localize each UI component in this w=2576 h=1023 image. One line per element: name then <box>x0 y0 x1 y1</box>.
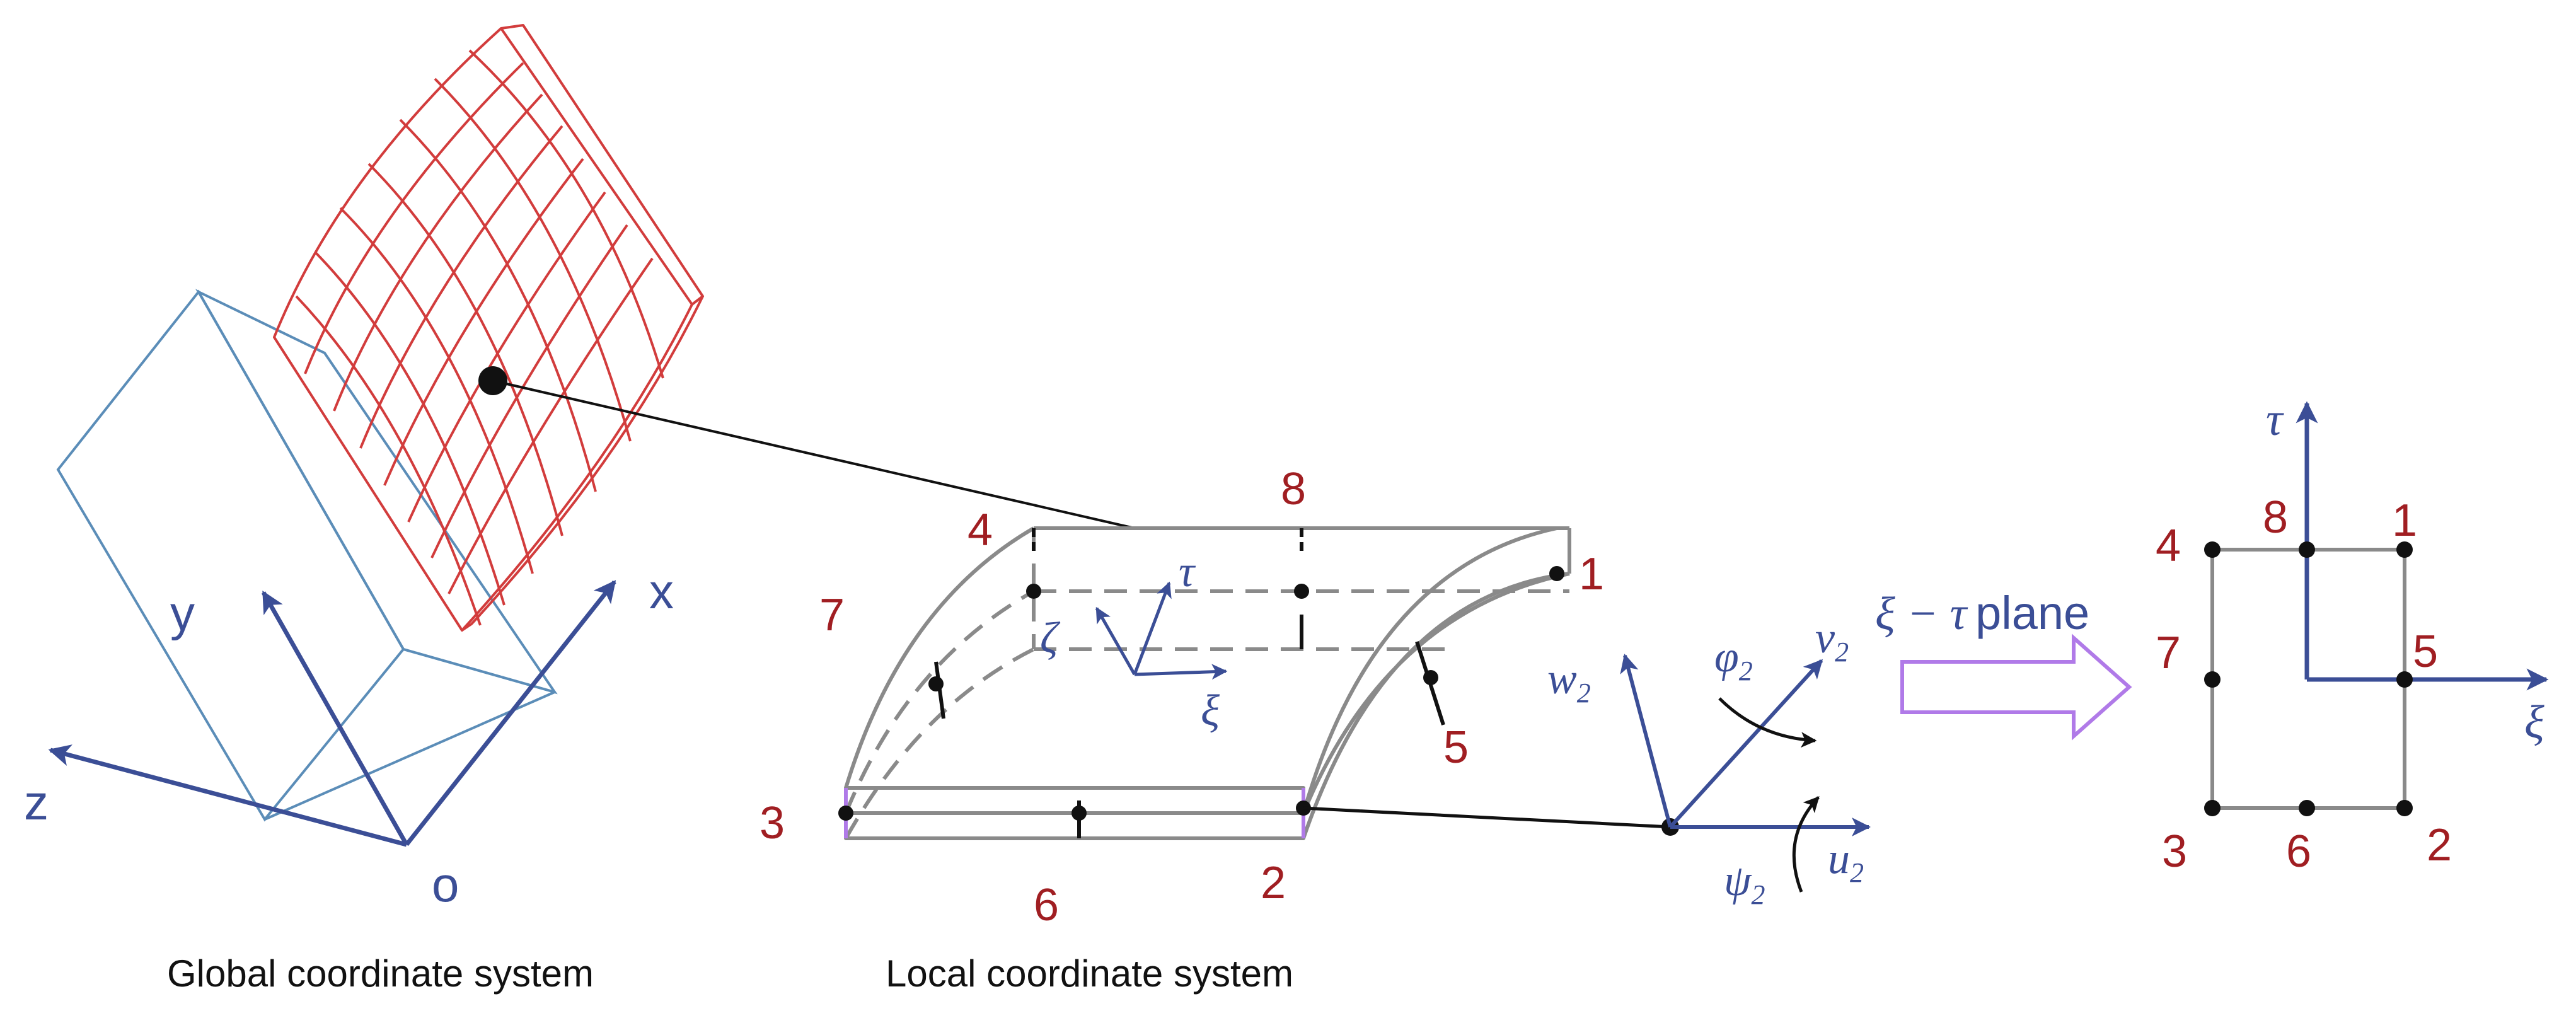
shell-mesh <box>273 24 704 632</box>
hidden-edges <box>844 528 1569 840</box>
node-label-2: 2 <box>1261 858 1286 908</box>
leader-line <box>492 379 1135 529</box>
shell-element <box>844 526 1571 840</box>
v-label: v2 <box>1815 614 1849 668</box>
plane-node-label-3: 3 <box>2162 826 2187 877</box>
global-axes <box>48 580 616 847</box>
plane-node-label-4: 4 <box>2156 521 2181 571</box>
w-axis-arrow <box>1620 654 1672 828</box>
node-label-1: 1 <box>1579 549 1604 599</box>
node-label-4: 4 <box>967 505 993 555</box>
zeta-label: ζ <box>1040 614 1061 662</box>
local-panel: 1 2 3 4 5 6 7 8 ζ τ ξ Local coordinate s… <box>760 464 1604 995</box>
v-axis-arrow <box>1668 659 1823 829</box>
plane-node-label-7: 7 <box>2156 628 2181 678</box>
global-caption: Global coordinate system <box>167 952 594 995</box>
phi-rotation-arrow <box>1718 697 1817 748</box>
wireframe-box <box>56 289 558 822</box>
plane-panel: τ ξ 1 2 3 4 5 6 7 8 <box>2156 394 2549 877</box>
z-axis-arrow <box>48 744 407 847</box>
x-axis-label: x <box>649 564 674 619</box>
plane-xi-label: ξ <box>2524 696 2544 748</box>
node-label-7: 7 <box>819 590 845 640</box>
local-axes <box>1095 581 1228 680</box>
plane-node-label-5: 5 <box>2413 627 2438 677</box>
node-label-3: 3 <box>760 798 785 848</box>
plane-nodes <box>2204 541 2413 816</box>
psi-label: ψ2 <box>1724 857 1765 910</box>
big-transition-arrow <box>1900 633 2132 741</box>
node-label-8: 8 <box>1281 464 1306 514</box>
x-axis-arrow <box>405 580 616 847</box>
mesh-point <box>478 366 507 395</box>
origin-label: o <box>432 857 459 912</box>
plane-node-label-6: 6 <box>2286 826 2311 877</box>
local-caption: Local coordinate system <box>886 952 1293 995</box>
node-label-5: 5 <box>1443 722 1469 773</box>
z-axis-label: z <box>24 775 49 830</box>
u-label: u2 <box>1828 835 1864 888</box>
plane-node-label-2: 2 <box>2427 820 2452 870</box>
w-label: w2 <box>1547 655 1591 708</box>
node2-leader <box>1303 806 1671 829</box>
node-label-6: 6 <box>1034 880 1059 930</box>
node-dof-panel: w2 v2 u2 φ2 ψ2 <box>1303 614 1871 910</box>
phi-label: φ2 <box>1714 633 1753 686</box>
y-axis-arrow <box>261 590 409 846</box>
y-axis-label: y <box>170 586 195 641</box>
global-panel: x y z o Global coordinate system <box>24 24 1135 995</box>
psi-rotation-arrow <box>1792 796 1820 893</box>
tau-label: τ <box>1179 548 1196 596</box>
element-nodes <box>838 566 1564 821</box>
xi-label: ξ <box>1201 686 1220 735</box>
plane-node-label-8: 8 <box>2263 492 2288 543</box>
plane-tau-label: τ <box>2266 394 2284 446</box>
plane-node-label-1: 1 <box>2392 495 2417 546</box>
